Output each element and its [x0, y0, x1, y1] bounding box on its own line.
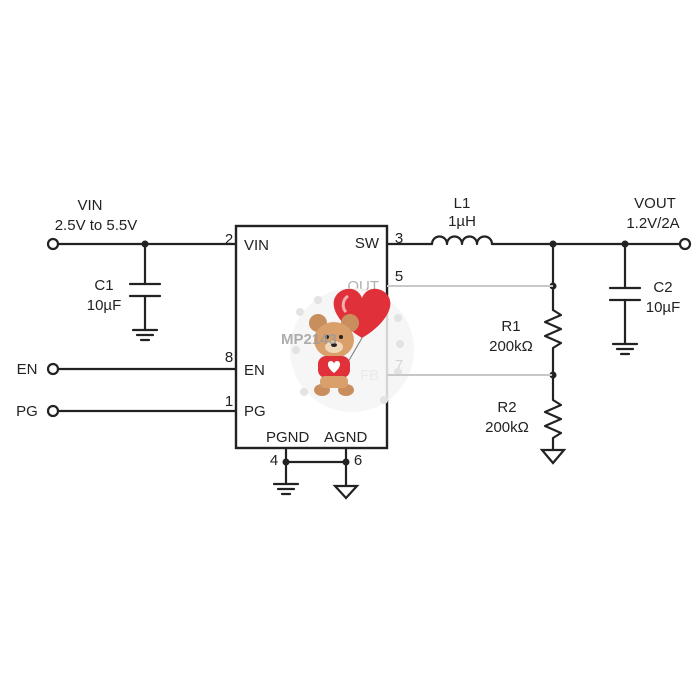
pin-name-pgnd: PGND [266, 429, 310, 446]
vout-terminal [678, 237, 692, 251]
resistor-r2 [543, 373, 563, 452]
pin-number-en: 8 [225, 349, 233, 366]
pin-name-sw: SW [355, 235, 380, 252]
c2-ground-icon [611, 342, 639, 356]
vin-range-label: 2.5V to 5.5V [55, 217, 138, 234]
r1-ref-label: R1 [501, 318, 520, 335]
c2-ref-label: C2 [653, 279, 672, 296]
resistor-r1 [543, 308, 563, 377]
pin-number-pg: 1 [225, 393, 233, 410]
c1-ground-icon [131, 328, 159, 342]
c1-value-label: 10µF [87, 297, 122, 314]
capacitor-c2 [608, 242, 642, 346]
pgnd-ground-icon [272, 482, 300, 496]
pin-name-vin: VIN [244, 237, 269, 254]
pin-name-pg: PG [244, 403, 266, 420]
vout-spec-label: 1.2V/2A [626, 215, 679, 232]
pin-number-pgnd: 4 [270, 452, 278, 469]
chip-part-number: MP2143 [281, 331, 337, 348]
vin-terminal [46, 237, 60, 251]
agnd-junction [342, 458, 350, 466]
pgnd-junction [282, 458, 290, 466]
pin-number-vin: 2 [225, 231, 233, 248]
en-label: EN [17, 361, 38, 378]
r2-agnd-ground-icon [539, 448, 567, 465]
vout-label: VOUT [634, 195, 676, 212]
en-terminal [46, 362, 60, 376]
pg-label: PG [16, 403, 38, 420]
c2-value-label: 10µF [646, 299, 681, 316]
bear-heart-watermark-icon [290, 288, 414, 412]
capacitor-c1 [128, 242, 162, 332]
r2-ref-label: R2 [497, 399, 516, 416]
pin-number-out: 5 [395, 268, 403, 285]
pin-number-agnd: 6 [354, 452, 362, 469]
pin-number-sw: 3 [395, 230, 403, 247]
pin-name-agnd: AGND [324, 429, 368, 446]
agnd-ground-icon [332, 484, 360, 500]
inductor-l1 [430, 235, 494, 246]
c1-ref-label: C1 [94, 277, 113, 294]
l1-ref-label: L1 [454, 195, 471, 212]
pg-terminal [46, 404, 60, 418]
r1-value-label: 200kΩ [489, 338, 533, 355]
l1-value-label: 1µH [448, 213, 476, 230]
pin-name-en: EN [244, 362, 265, 379]
r2-value-label: 200kΩ [485, 419, 529, 436]
vin-label: VIN [77, 197, 102, 214]
